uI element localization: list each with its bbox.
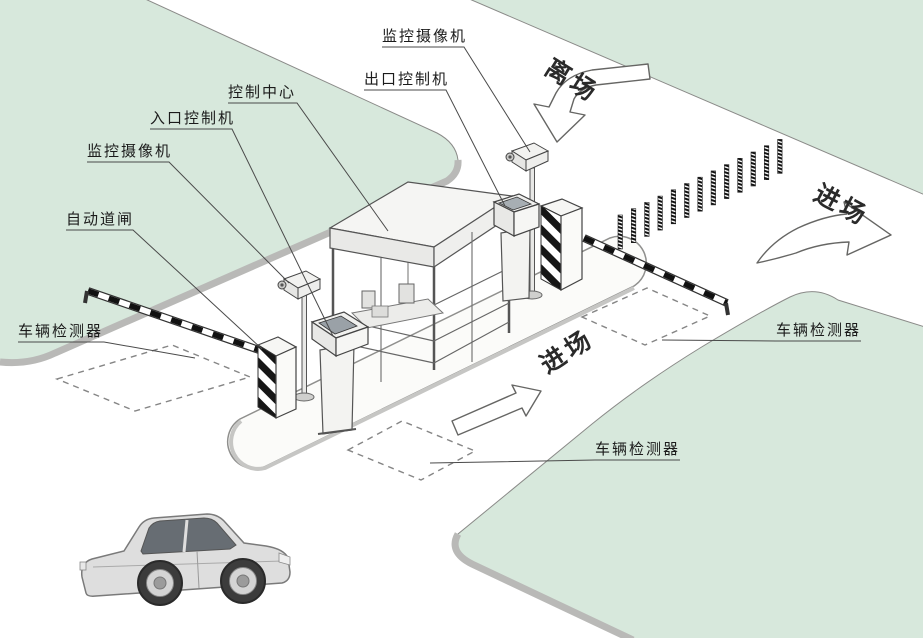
car-wheel-rear (137, 560, 183, 606)
entry-camera (277, 270, 322, 402)
leader-auto-barrier (66, 229, 263, 350)
booth-interior (350, 283, 445, 329)
enter-lane-arrow (451, 384, 542, 436)
grass-top-right (470, 0, 923, 195)
leader-lines (18, 46, 861, 464)
leave-arrow (533, 63, 651, 143)
leader-detector-bottom (429, 459, 680, 464)
leader-detector-right (661, 339, 861, 342)
label-detector-bottom: 车辆检测器 (595, 442, 681, 458)
leader-camera-entry (87, 161, 290, 284)
median-fence (617, 139, 783, 250)
label-camera-exit: 监控摄像机 (382, 29, 468, 45)
leader-detector-left (18, 341, 196, 359)
label-camera-entry: 监控摄像机 (87, 144, 173, 160)
car (79, 513, 291, 606)
curb-top-left (0, 159, 462, 367)
label-detector-left: 车辆检测器 (18, 324, 104, 340)
car-wheel-front (220, 558, 266, 604)
entry-controller-kiosk (310, 311, 370, 435)
leader-entry-controller (150, 128, 334, 337)
label-auto-barrier: 自动道闸 (66, 212, 135, 228)
curb-right (451, 532, 635, 638)
loop-right (580, 287, 712, 346)
leader-camera-exit (382, 46, 531, 153)
leader-control-center (228, 102, 389, 232)
exit-controller-kiosk (492, 193, 541, 302)
label-detector-right: 车辆检测器 (776, 323, 862, 339)
direction-arrows (451, 63, 892, 436)
detector-loops (54, 287, 712, 481)
enter-main-arrow (756, 201, 892, 264)
label-control-center: 控制中心 (228, 85, 297, 101)
leader-exit-controller (364, 89, 506, 207)
loop-left (54, 344, 253, 412)
exit-barrier (539, 198, 730, 316)
entry-barrier (83, 287, 298, 419)
label-exit-controller: 出口控制机 (364, 72, 450, 88)
label-entry-controller: 入口控制机 (150, 111, 236, 127)
